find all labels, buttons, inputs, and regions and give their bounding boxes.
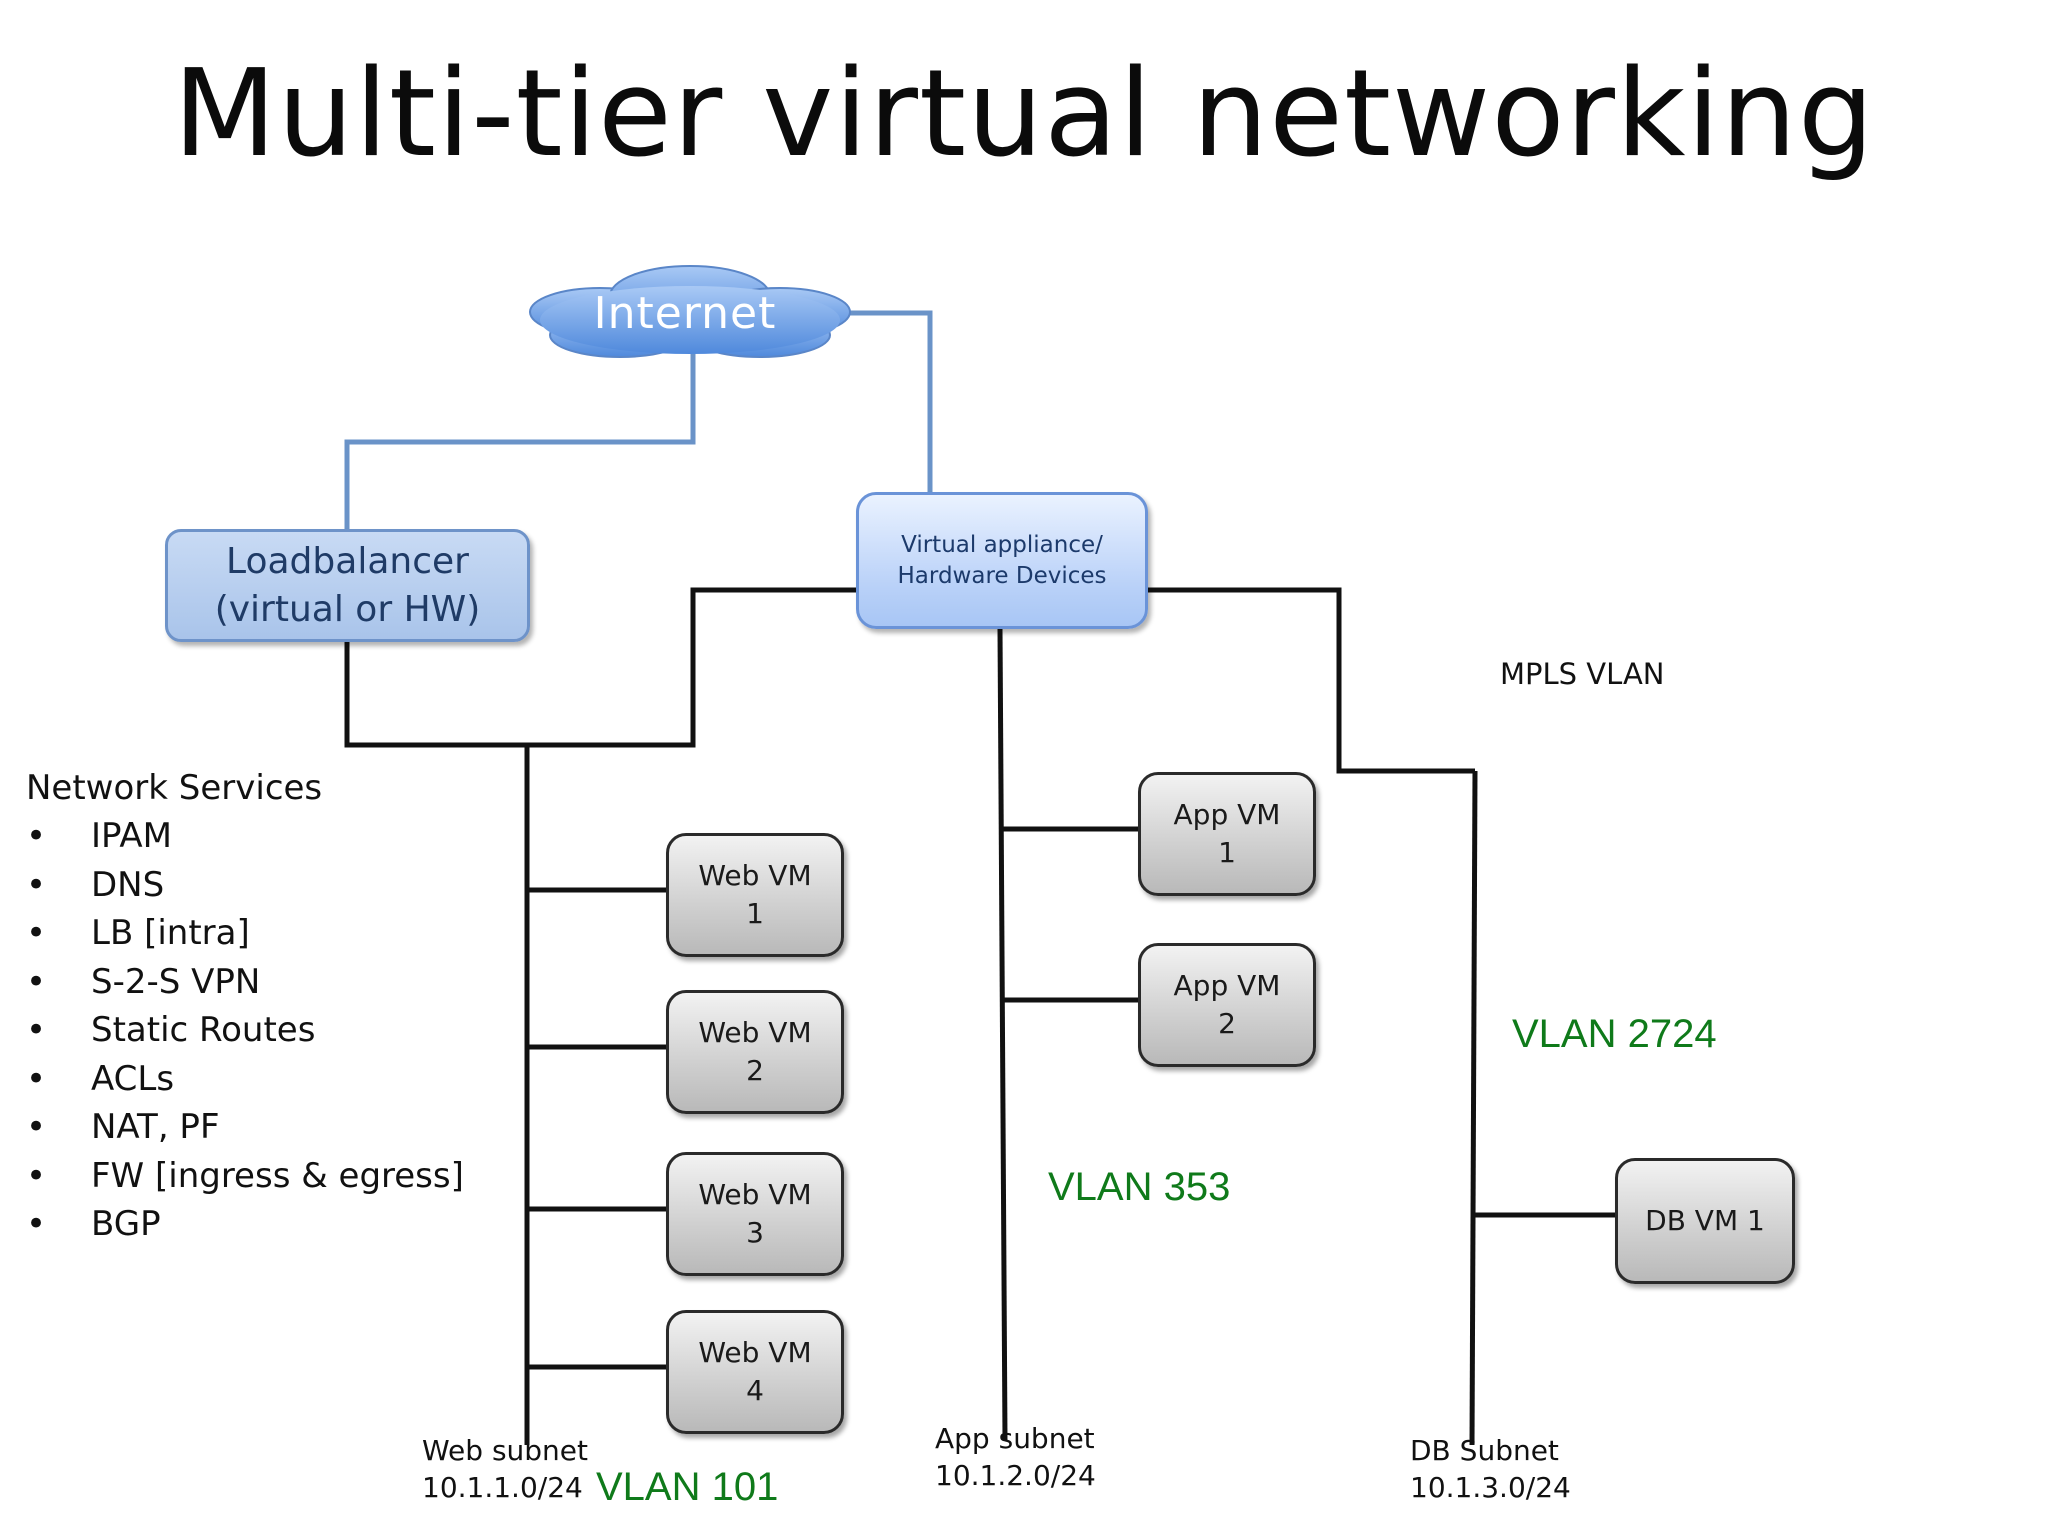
bullet-icon: • [26,913,47,953]
internet-cloud-icon [529,265,851,358]
bullet-icon: • [26,1155,47,1196]
link-internet-loadbalancer [344,350,696,529]
list-item: •NAT, PF [26,1103,464,1152]
db-vm-1: DB VM 1 [1615,1158,1795,1284]
list-item: •ACLs [26,1055,464,1104]
bullet-icon: • [26,864,47,905]
internet-label: Internet [593,288,777,339]
bullet-icon: • [26,1010,47,1050]
list-item: •LB [intra] [26,909,464,958]
list-item: •FW [ingress & egress] [26,1152,464,1201]
vlan-db-label: VLAN 2724 [1512,1012,1717,1056]
page-title: Multi-tier virtual networking [172,45,1876,184]
app-subnet-label: App subnet 10.1.2.0/24 [935,1422,1096,1492]
list-item: •IPAM [26,812,464,861]
loadbalancer-box: Loadbalancer (virtual or HW) [165,529,530,642]
bullet-icon: • [26,1204,47,1244]
link-loadbalancer-web-bus [344,587,856,748]
mpls-vlan-label: MPLS VLAN [1500,657,1665,691]
virtual-appliance-box: Virtual appliance/ Hardware Devices [856,492,1148,629]
appliance-label: Virtual appliance/ [901,531,1103,558]
web-vm-1: Web VM 1 [666,833,844,957]
db-subnet-label: DB Subnet 10.1.3.0/24 [1410,1434,1571,1504]
bullet-icon: • [26,1058,47,1099]
loadbalancer-sublabel: (virtual or HW) [214,588,481,630]
appliance-sublabel: Hardware Devices [897,562,1107,589]
web-vm-4: Web VM 4 [666,1310,844,1434]
app-vm-2: App VM 2 [1138,943,1316,1067]
bullet-icon: • [26,961,47,1002]
link-internet-appliance [850,310,933,492]
list-item: •S-2-S VPN [26,958,464,1007]
bullet-icon: • [26,1107,47,1147]
list-item: •DNS [26,861,464,910]
vlan-app-label: VLAN 353 [1048,1165,1231,1209]
web-subnet-label: Web subnet 10.1.1.0/24 [422,1434,589,1504]
db-subnet-bus [1469,770,1478,1446]
network-services-list: Network Services •IPAM •DNS •LB [intra] … [26,764,464,1249]
list-item: •Static Routes [26,1006,464,1055]
loadbalancer-label: Loadbalancer [226,540,469,582]
bullet-icon: • [26,816,47,856]
app-subnet-bus [997,628,1008,1441]
link-appliance-mpls [1148,587,1475,774]
vlan-web-label: VLAN 101 [596,1465,779,1509]
app-vm-1: App VM 1 [1138,772,1316,896]
web-vm-3: Web VM 3 [666,1152,844,1276]
network-services-heading: Network Services [26,768,323,808]
list-item: •BGP [26,1200,464,1249]
web-vm-2: Web VM 2 [666,990,844,1114]
